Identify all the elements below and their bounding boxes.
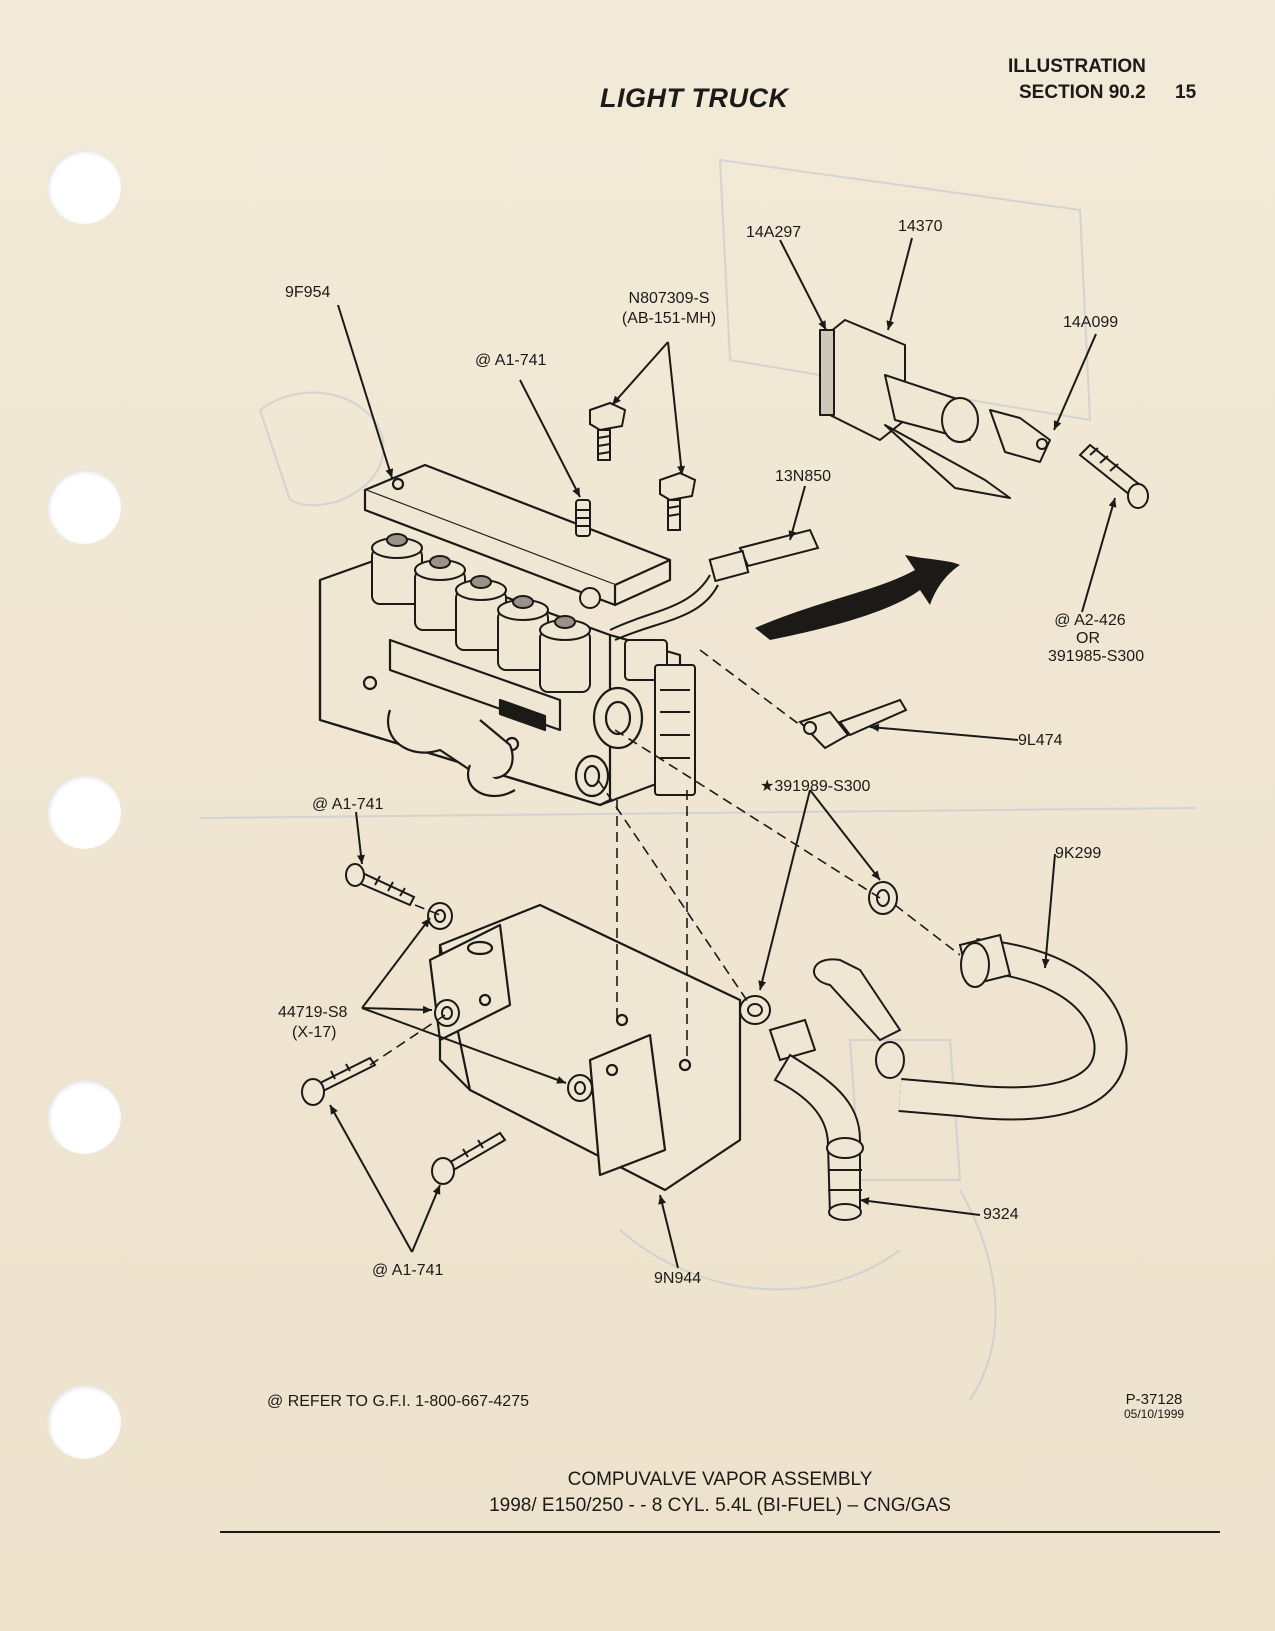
alignment-lines	[369, 649, 961, 1066]
footnote: @ REFER TO G.F.I. 1-800-667-4275	[267, 1393, 529, 1410]
hose-9324	[768, 1018, 864, 1221]
drawing-number: P-37128 05/10/1999	[1124, 1391, 1185, 1421]
binder-hole	[47, 775, 121, 849]
drawing-date: 05/10/1999	[1124, 1407, 1185, 1421]
bleed-through-ghost	[199, 158, 1196, 1401]
screw-a2-426	[1078, 443, 1149, 509]
binder-hole	[47, 150, 121, 224]
callout-391985: 391985-S300	[1048, 648, 1145, 665]
callout-14a297: 14A297	[746, 224, 802, 241]
hose-9k299	[813, 933, 1128, 1121]
bolt-n807309	[589, 401, 627, 461]
page-title: LIGHT TRUCK	[600, 83, 789, 113]
binder-hole	[47, 470, 121, 544]
solenoid-coils	[371, 533, 591, 693]
callout-9324: 9324	[983, 1206, 1019, 1223]
callout-n807309: N807309-S	[628, 290, 710, 307]
screw-a1-741	[345, 863, 416, 907]
callout-a1-741: @ A1-741	[372, 1262, 444, 1279]
leader-lines	[329, 237, 1117, 1269]
callout-44719: 44719-S8	[278, 1004, 348, 1021]
binder-hole	[47, 1080, 121, 1154]
direction-arrow-icon	[755, 555, 960, 640]
figure-subcaption: 1998/ E150/250 - - 8 CYL. 5.4L (BI-FUEL)…	[489, 1495, 951, 1516]
washer-44719	[427, 902, 593, 1102]
callout-391989: ★391989-S300	[760, 778, 871, 795]
wiring-harness	[579, 528, 820, 641]
screw-a1-741-top	[575, 499, 591, 537]
callout-a2-426: @ A2-426	[1054, 612, 1126, 629]
callout-a1-741: @ A1-741	[312, 796, 384, 813]
connector-stack	[624, 639, 696, 796]
solenoid-assembly-14370	[819, 319, 1051, 499]
elbow-fitting-9l474	[798, 698, 908, 750]
bolt-n807309	[659, 471, 697, 531]
page-number: 15	[1175, 82, 1197, 103]
callout-or: OR	[1076, 630, 1100, 647]
illustration-label: ILLUSTRATION	[1008, 56, 1146, 77]
screw-a1-741	[431, 1131, 507, 1185]
section-label: SECTION 90.2	[1019, 82, 1146, 103]
seal-391989	[739, 881, 898, 1025]
callout-n807309-alt: (AB-151-MH)	[621, 310, 717, 327]
callout-a1-741: @ A1-741	[475, 352, 547, 369]
callout-9k299: 9K299	[1055, 845, 1102, 862]
callout-14a099: 14A099	[1063, 314, 1119, 331]
part-number: P-37128	[1125, 1391, 1183, 1408]
figure-caption: COMPUVALVE VAPOR ASSEMBLY	[567, 1469, 873, 1490]
screw-a1-741	[301, 1056, 377, 1106]
binder-hole	[47, 1385, 121, 1459]
callout-13n850: 13N850	[775, 468, 832, 485]
callout-9f954: 9F954	[285, 284, 331, 301]
divider	[220, 1531, 1220, 1533]
callout-14370: 14370	[898, 218, 943, 235]
callout-9l474: 9L474	[1018, 732, 1063, 749]
callout-9n944: 9N944	[654, 1270, 702, 1287]
callout-44719-alt: (X-17)	[292, 1024, 337, 1041]
